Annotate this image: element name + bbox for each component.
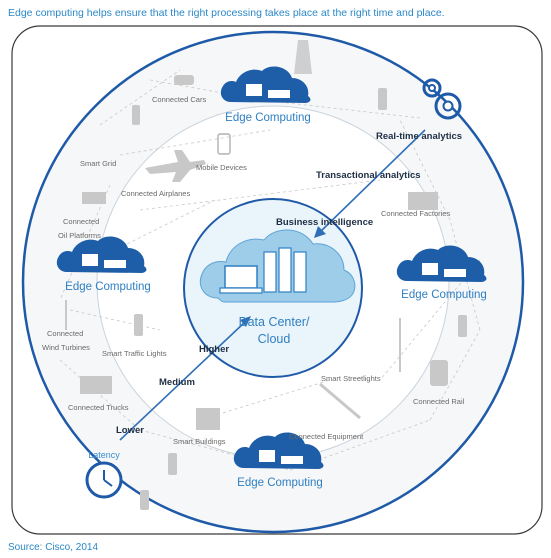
oil-platform-icon [82,192,106,204]
latency-medium-label: Medium [159,377,195,388]
gear-icon [422,78,462,120]
connected-trucks-label: Connected Trucks [68,403,129,412]
edge-computing-label-right: Edge Computing [401,289,487,301]
edge-computing-label-left: Edge Computing [65,281,151,293]
analytics-arrow [319,129,426,233]
car-icon [174,75,194,85]
edge-computing-label-top: Edge Computing [225,112,311,124]
traffic-light-icon [458,315,467,337]
center-label-line1: Data Center/ [239,315,310,329]
connected-rail-label: Connected Rail [413,397,465,406]
latency-title-label: Latency [88,450,120,460]
connected-cars-label: Connected Cars [152,95,206,104]
edge-computing-label-bottom: Edge Computing [237,477,323,489]
building-icon [196,408,220,430]
crane-icon [319,382,361,420]
airplane-icon [145,150,206,182]
traffic-light-icon [132,105,140,125]
mobile-devices-label: Mobile Devices [196,163,247,172]
page-title: Edge computing helps ensure that the rig… [8,7,445,19]
edge-cloud-icon [220,66,311,103]
realtime-analytics-label: Real-time analytics [376,131,462,142]
edge-cloud-icon [56,236,147,273]
connection-mesh [59,69,481,471]
connected-equipment-label: Connected Equipment [289,432,364,441]
clock-icon [85,461,123,499]
center-label-line2: Cloud [258,332,291,346]
source-caption: Source: Cisco, 2014 [8,542,99,553]
factory-icon [408,192,438,210]
truck-icon [80,376,112,394]
train-icon [430,360,448,386]
connected-wind-turbines-label-2: Wind Turbines [42,343,90,352]
latency-arrowhead [240,316,251,327]
traffic-light-icon [140,490,149,510]
mobile-device-icon [217,133,231,155]
latency-lower-label: Lower [116,425,144,436]
smart-buildings-label: Smart Buildings [173,437,226,446]
smart-grid-label: Smart Grid [80,159,116,168]
connected-airplanes-label: Connected Airplanes [121,189,190,198]
latency-arrow [119,321,246,441]
traffic-light-icon [378,88,387,110]
traffic-light-icon [134,314,143,336]
analytics-arrowhead [314,226,326,238]
traffic-light-icon [168,453,177,475]
power-tower-icon [294,40,312,74]
smart-traffic-lights-label: Smart Traffic Lights [102,349,167,358]
gear-center-icon [428,84,454,112]
smart-streetlights-label: Smart Streetlights [321,374,381,383]
edge-cloud-icon [396,245,487,282]
connected-oil-platforms-label-2: Oil Platforms [58,231,101,240]
connected-oil-platforms-label-1: Connected [63,217,99,226]
edge-cloud-icon [233,432,324,469]
latency-higher-label: Higher [199,344,229,355]
cloud-icon [199,229,356,303]
transactional-analytics-label: Transactional analytics [316,170,421,181]
business-intelligence-label: Business intelligence [276,217,373,228]
connected-wind-turbines-label-1: Connected [47,329,83,338]
connected-factories-label: Connected Factories [381,209,450,218]
